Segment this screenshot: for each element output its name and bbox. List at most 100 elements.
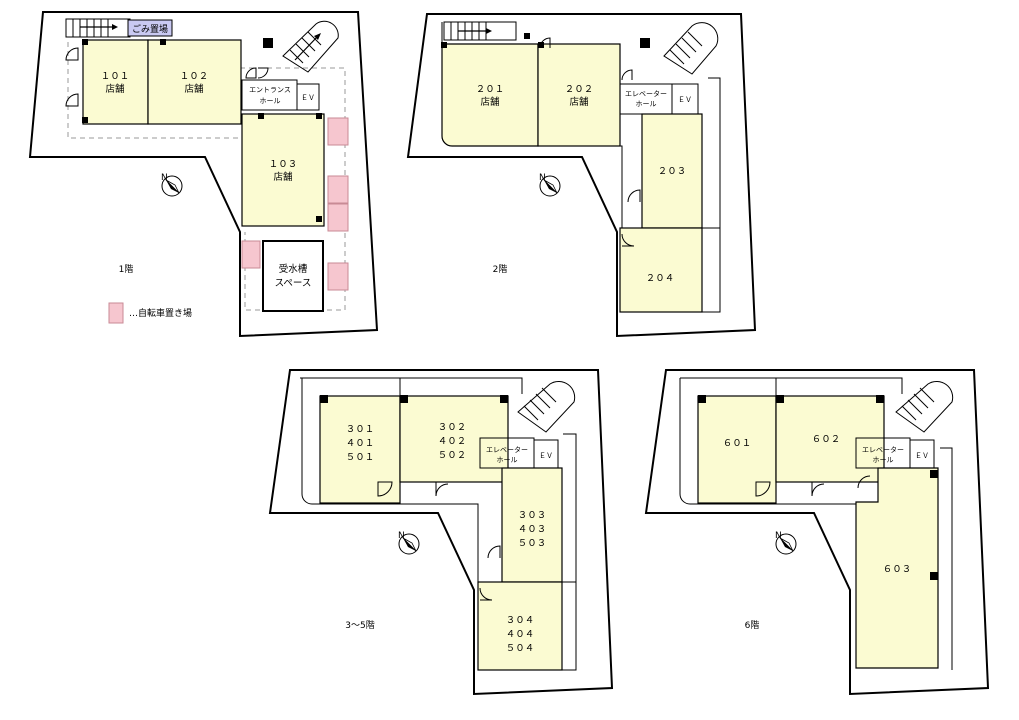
- door-icon: [621, 69, 633, 81]
- ev-label: ＥＶ: [915, 452, 929, 460]
- unit-301-line3: ５０１: [346, 452, 375, 463]
- unit-204-number: ２０４: [646, 273, 675, 284]
- bike-parking: [241, 240, 261, 269]
- unit-304-line2: ４０４: [506, 629, 535, 640]
- spiral-stairs-icon: [663, 22, 719, 75]
- bike-parking: [327, 262, 349, 291]
- unit-302-line1: ３０２: [438, 422, 467, 433]
- unit-202-use: 店舗: [569, 96, 589, 108]
- door-icon: [755, 481, 771, 497]
- floor-1-plan: ごみ置場 １０１ 店舗 １０２ 店舗 エントランス ホール ＥＶ １０３ 店舗: [28, 11, 379, 338]
- hall-label-1: エレベーター: [486, 445, 528, 454]
- unit-303-line2: ４０３: [518, 524, 547, 535]
- door-icon: [621, 233, 635, 247]
- ev-label: ＥＶ: [301, 94, 315, 102]
- unit-303-line1: ３０３: [518, 510, 547, 521]
- compass-icon: N: [775, 531, 797, 555]
- pillar: [640, 38, 650, 48]
- spiral-stairs-icon: [282, 20, 339, 73]
- garbage-area: [127, 19, 173, 37]
- unit-201: [441, 43, 539, 147]
- unit-201-use: 店舗: [480, 96, 500, 108]
- door-icon: [487, 545, 501, 559]
- door-icon: [245, 67, 257, 79]
- spiral-stairs-icon: [895, 380, 954, 433]
- unit-301-line2: ４０１: [346, 438, 375, 449]
- unit-202-number: ２０２: [565, 84, 594, 95]
- hall-label-2: ホール: [497, 456, 518, 464]
- stairs-icon: [443, 21, 517, 41]
- entrance-label-1: エントランス: [249, 86, 291, 94]
- door-icon: [377, 481, 393, 497]
- elevator: [296, 83, 320, 111]
- unit-602-number: ６０２: [812, 434, 841, 445]
- floor-6-plan: ６０１ ６０２ エレベーター ホール ＥＶ ６０３ N 6階: [644, 369, 990, 696]
- door-icon: [257, 67, 269, 79]
- unit-303: [501, 467, 563, 583]
- unit-601-number: ６０１: [723, 438, 752, 449]
- door-icon: [539, 37, 551, 49]
- unit-102: [147, 39, 242, 125]
- tank-label-1: 受水槽: [279, 263, 308, 275]
- legend-swatch: [108, 302, 124, 324]
- unit-204: [619, 227, 703, 313]
- spiral-stairs-icon: [517, 380, 576, 433]
- floor-2-label: 2階: [493, 264, 508, 275]
- bike-parking: [327, 175, 349, 204]
- pillar: [263, 38, 273, 48]
- unit-301: [319, 395, 401, 504]
- unit-302-line2: ４０２: [438, 436, 467, 447]
- unit-301-line1: ３０１: [346, 424, 375, 435]
- hall-label-1: エレベーター: [625, 89, 667, 98]
- compass-n: N: [775, 531, 782, 541]
- unit-302-line3: ５０２: [438, 450, 467, 461]
- unit-303-line3: ５０３: [518, 538, 547, 549]
- ev-label: ＥＶ: [678, 96, 692, 104]
- compass-n: N: [161, 173, 168, 183]
- garbage-label: ごみ置場: [132, 23, 168, 35]
- unit-304-line1: ３０４: [506, 615, 535, 626]
- door-icon: [65, 47, 79, 61]
- door-icon: [65, 93, 79, 107]
- unit-101-number: １０１: [101, 71, 130, 82]
- door-icon: [811, 482, 825, 497]
- unit-304: [477, 581, 563, 671]
- water-tank-space: [262, 240, 324, 312]
- compass-n: N: [539, 173, 546, 183]
- unit-203: [641, 113, 703, 229]
- legend-text: …自転車置き場: [129, 307, 192, 319]
- unit-102-use: 店舗: [184, 83, 204, 95]
- elevator-hall: [619, 83, 673, 115]
- unit-601: [697, 395, 777, 504]
- compass-icon: N: [161, 173, 183, 197]
- unit-101-use: 店舗: [105, 83, 125, 95]
- compass-n: N: [398, 531, 405, 541]
- unit-603-number: ６０３: [883, 564, 912, 575]
- floor-1-label: 1階: [119, 264, 134, 275]
- compass-icon: N: [398, 531, 420, 555]
- bike-parking: [327, 117, 349, 146]
- floor-6-label: 6階: [745, 620, 760, 631]
- unit-103: [241, 113, 325, 227]
- unit-103-use: 店舗: [273, 171, 293, 183]
- bike-parking: [327, 203, 349, 232]
- unit-603: [855, 467, 939, 669]
- unit-201-number: ２０１: [476, 84, 505, 95]
- floor-2-plan: ２０１ 店舗 ２０２ 店舗 エレベーター ホール ＥＶ ２０３ ２０４: [406, 13, 757, 338]
- unit-103-number: １０３: [269, 159, 298, 170]
- unit-304-line3: ５０４: [506, 643, 535, 654]
- unit-102-number: １０２: [180, 71, 209, 82]
- floor-3-5-label: 3～5階: [345, 620, 374, 631]
- hall-label-2: ホール: [873, 456, 894, 464]
- ev-label: ＥＶ: [539, 452, 553, 460]
- entrance-label-2: ホール: [260, 97, 281, 105]
- door-icon: [479, 587, 493, 601]
- door-icon: [627, 189, 641, 203]
- tank-label-2: スペース: [275, 278, 312, 289]
- unit-202: [537, 43, 621, 147]
- floor-3-5-plan: ３０１ ４０１ ５０１ ３０２ ４０２ ５０２ エレベーター ホール ＥＶ ３０…: [268, 369, 614, 696]
- door-icon: [857, 475, 871, 489]
- hall-label-1: エレベーター: [862, 445, 904, 454]
- entrance-hall: [241, 79, 298, 111]
